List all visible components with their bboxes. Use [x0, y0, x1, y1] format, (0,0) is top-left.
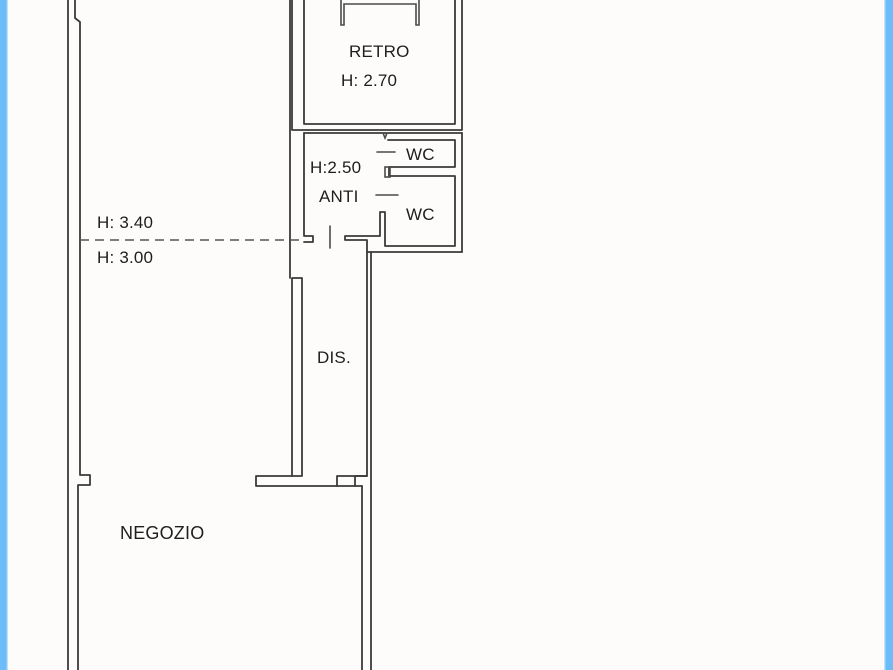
room-label-negozio: NEGOZIO [120, 523, 205, 543]
height-label-anti: H:2.50 [310, 158, 362, 177]
retro-room-walls [291, 0, 463, 131]
left-edge-strip [0, 0, 8, 670]
right-edge-strip [884, 0, 893, 670]
ceiling-height-upper: H: 3.40 [97, 213, 154, 232]
corridor-walls [255, 251, 372, 670]
height-label-retro: H: 2.70 [341, 71, 398, 90]
anti-wc-walls [303, 132, 463, 253]
room-label-anti: ANTI [319, 187, 359, 206]
room-label-retro: RETRO [349, 42, 410, 61]
room-label-wc-2: WC [406, 205, 435, 224]
room-label-dis: DIS. [317, 348, 351, 367]
room-label-wc-1: WC [406, 145, 435, 164]
ceiling-height-lower: H: 3.00 [97, 248, 154, 267]
left-outer-wall [67, 0, 91, 670]
